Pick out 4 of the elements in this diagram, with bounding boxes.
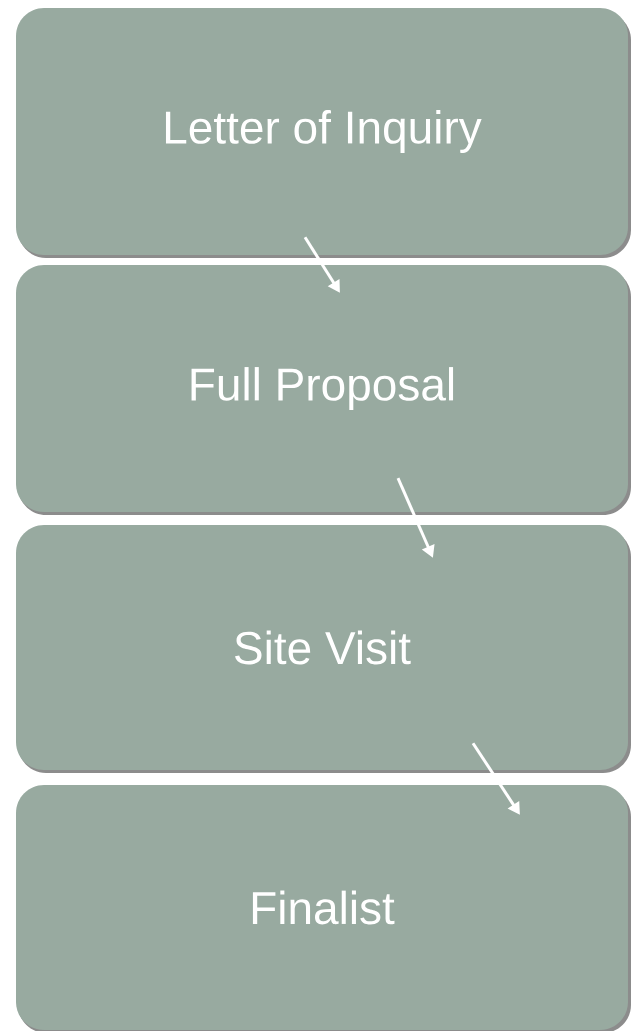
- process-box: Site Visit: [16, 525, 631, 773]
- process-box: Finalist: [16, 785, 631, 1031]
- process-box: Letter of Inquiry: [16, 8, 631, 258]
- process-box: Full Proposal: [16, 265, 631, 515]
